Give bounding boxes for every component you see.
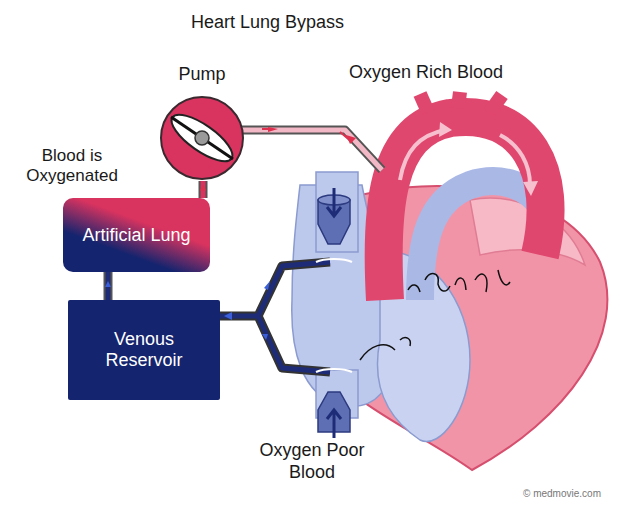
flow-label: Oxygen Rich Blood (306, 62, 546, 84)
box-label: Venous Reservoir (86, 329, 202, 370)
aorta-branch (420, 94, 428, 112)
flow-arrow (327, 410, 341, 438)
arterial-tube (240, 130, 382, 170)
diagram-title: Heart Lung Bypass (191, 12, 344, 33)
pump-node: Pump (158, 64, 246, 181)
flow-label: Oxygen Poor Blood (247, 440, 377, 483)
aorta-branch (490, 95, 502, 112)
node-heading: Pump (178, 64, 225, 85)
flow-arrow (439, 122, 452, 137)
oxygenation-note: Blood is Oxygenated (12, 146, 132, 187)
heart-valve (360, 338, 410, 360)
tube-connector (203, 181, 204, 198)
flow-arrow (262, 129, 352, 142)
heart-valve (455, 270, 510, 292)
pump-symbol (159, 95, 245, 181)
aorta-arch (384, 117, 546, 300)
box-label: Artificial Lung (82, 225, 190, 246)
device-box: Artificial Lung (63, 198, 210, 272)
arterial-tube (240, 130, 382, 170)
device-box: Venous Reservoir (68, 300, 220, 400)
flow-arrow (327, 188, 341, 216)
watermark: © medmovie.com (502, 488, 622, 500)
flow-arrow (224, 281, 270, 340)
flow-arrow (500, 135, 530, 185)
aorta-branch (458, 92, 460, 108)
tourniquet (316, 259, 352, 372)
heart-valve (408, 274, 450, 292)
venous-tube (220, 262, 330, 372)
flow-arrow (523, 181, 538, 196)
superior-vena-cava (316, 172, 358, 252)
flow-arrow (400, 130, 445, 180)
tube-connector (108, 272, 109, 300)
venous-tube (220, 262, 330, 372)
